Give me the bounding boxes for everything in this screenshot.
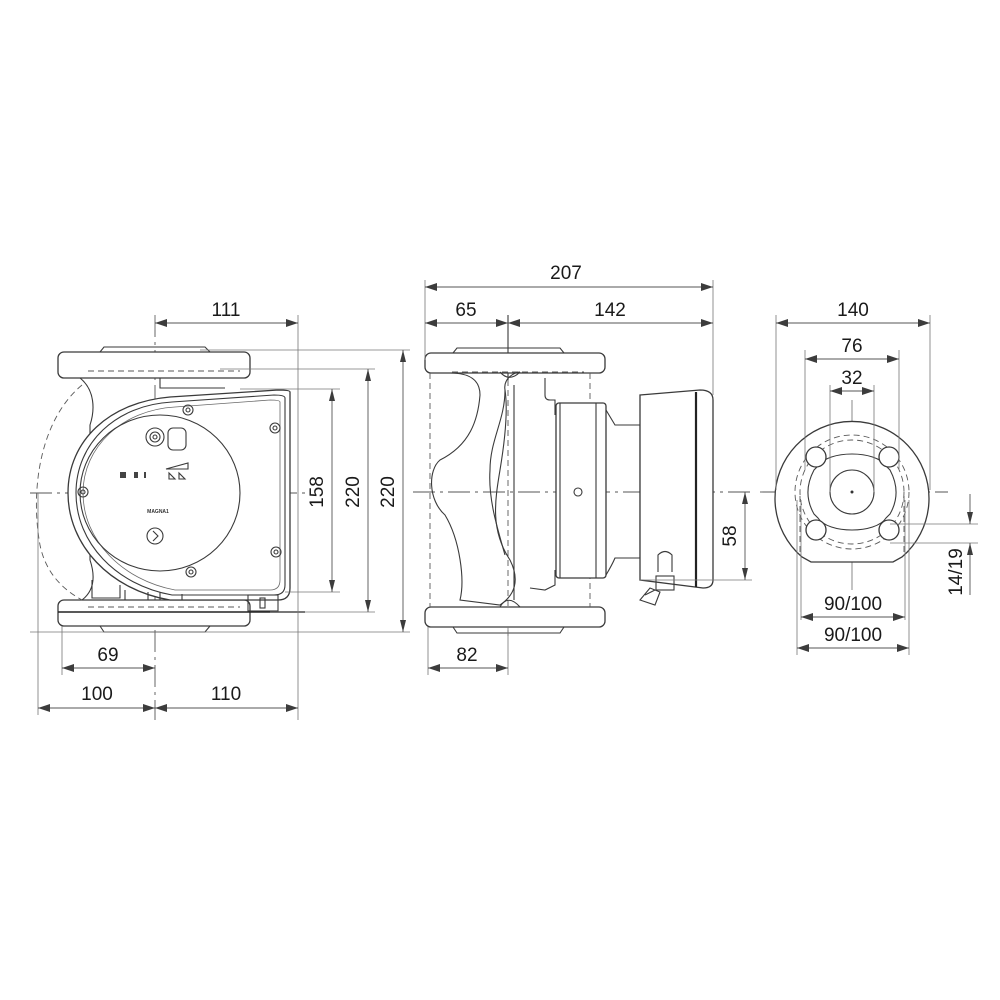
dim-height-outer: 220 xyxy=(378,476,399,508)
side-top-flange xyxy=(424,352,606,374)
dim-overall-length: 207 xyxy=(550,263,582,284)
mode-indicator-icons xyxy=(165,462,189,480)
top-flange-lip xyxy=(99,346,211,353)
power-button-icon xyxy=(145,427,165,447)
dim-bore: 32 xyxy=(841,368,862,389)
motor-stator xyxy=(555,402,607,579)
flange-view: 140 76 32 90/100 90/100 14/19 xyxy=(760,300,978,655)
dim-flange-to-axis: 65 xyxy=(455,300,476,321)
dim-flange-diameter: 140 xyxy=(837,300,869,321)
dim-axis-to-end: 142 xyxy=(594,300,626,321)
dim-top-width: 111 xyxy=(212,300,241,321)
speed-indicator-icons xyxy=(120,472,146,478)
side-view: 207 65 142 58 82 xyxy=(413,263,752,675)
cable-plug xyxy=(247,594,279,612)
pump-volute xyxy=(431,371,521,606)
dim-bottom-right: 110 xyxy=(211,684,241,705)
raised-face xyxy=(807,453,897,531)
dim-terminal-box-offset: 58 xyxy=(720,525,741,546)
dim-bottom-left: 100 xyxy=(81,684,113,705)
brand-label: MAGNA1 xyxy=(147,509,169,515)
control-panel-face xyxy=(79,414,241,572)
dim-bolt-hole: 14/19 xyxy=(946,548,967,596)
vent-screw-icon xyxy=(573,487,583,497)
dim-bolt-circle-outer: 90/100 xyxy=(824,625,882,646)
dim-bolt-circle-inner: 90/100 xyxy=(824,594,882,615)
bolt-hole-icon xyxy=(805,446,900,541)
display-window xyxy=(167,427,187,451)
bottom-flange xyxy=(57,599,251,627)
direction-arrow-icon xyxy=(146,527,164,545)
volute-hidden-line xyxy=(35,384,83,601)
dim-flange-half: 82 xyxy=(456,645,477,666)
dim-raised-face: 76 xyxy=(841,336,862,357)
control-box-housing xyxy=(67,389,291,601)
side-bottom-flange xyxy=(424,606,606,628)
top-flange xyxy=(57,351,251,379)
side-control-box xyxy=(639,389,714,589)
dim-control-box-height: 158 xyxy=(307,476,328,508)
front-view: MAGNA1 111 158 220 xyxy=(30,300,410,720)
dim-height-inner: 220 xyxy=(343,476,364,508)
screw-icon xyxy=(77,404,282,578)
dim-bottom-left-inner: 69 xyxy=(97,645,118,666)
terminal-plug xyxy=(657,550,673,572)
